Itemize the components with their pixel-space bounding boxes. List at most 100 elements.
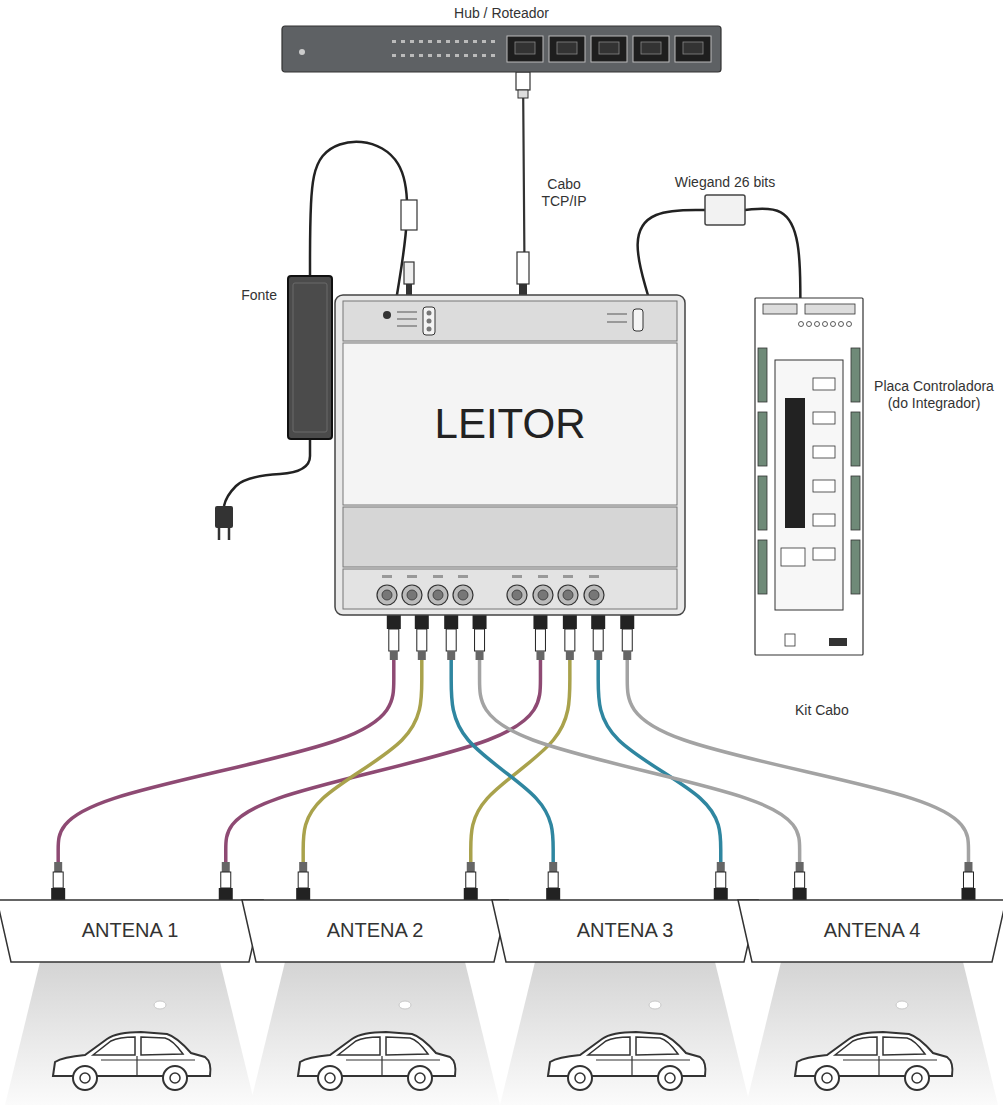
node-outline xyxy=(799,322,804,327)
read-zone-cone xyxy=(5,962,998,1105)
node-outline xyxy=(755,298,863,655)
node-outline xyxy=(491,54,495,57)
power-supply: Fonte xyxy=(287,275,333,440)
coax-plug xyxy=(623,651,631,660)
part-label: Hub / Roteador xyxy=(454,5,549,22)
node-outline xyxy=(805,304,855,314)
coax-plug xyxy=(622,629,632,651)
coax-plug xyxy=(714,888,728,900)
node-outline xyxy=(823,322,828,327)
node-outline xyxy=(428,54,432,57)
node-outline xyxy=(512,590,522,600)
text-holder: Hub / Roteador xyxy=(454,5,549,22)
tag-sensor xyxy=(154,1001,908,1009)
coax-plug xyxy=(51,888,65,900)
read-zone-cone xyxy=(5,962,255,1105)
node-outline xyxy=(446,40,450,43)
coax-plug xyxy=(299,862,307,872)
node-outline xyxy=(755,298,863,655)
node-outline xyxy=(533,585,553,605)
node-outline xyxy=(458,575,468,578)
text-holder: Wiegand 26 bits xyxy=(675,174,775,191)
node-outline xyxy=(851,348,860,402)
coax-plug xyxy=(389,629,399,651)
network-plug xyxy=(519,284,527,295)
node-outline xyxy=(763,304,797,314)
node-outline xyxy=(589,575,599,578)
node-outline xyxy=(607,313,627,315)
node-outline xyxy=(419,40,423,43)
coax-plug xyxy=(963,872,973,888)
node-outline xyxy=(427,311,432,316)
node-outline xyxy=(293,283,327,432)
tag-sensor xyxy=(399,1001,411,1009)
power-adapter-plug xyxy=(406,284,412,295)
node-outline xyxy=(377,585,397,605)
node-outline xyxy=(427,319,432,324)
node-outline xyxy=(847,322,852,327)
coax-plug xyxy=(446,629,456,651)
coax-plug xyxy=(563,615,577,629)
node-outline xyxy=(453,585,473,605)
node-outline xyxy=(538,575,548,578)
power-cord xyxy=(219,528,229,540)
node-outline xyxy=(599,42,619,54)
node-outline xyxy=(775,360,843,610)
node-outline xyxy=(839,322,844,327)
coax-plug xyxy=(591,615,605,629)
coax-plug xyxy=(53,872,63,888)
antenna-cable xyxy=(451,615,553,900)
coax-plug xyxy=(546,888,560,900)
coax-plug xyxy=(447,651,455,660)
node-outline xyxy=(419,54,423,57)
power-cord xyxy=(215,506,233,528)
node-outline xyxy=(242,900,508,962)
node-outline xyxy=(829,638,847,646)
coax-plug xyxy=(795,872,805,888)
power-adapter-plug xyxy=(404,262,414,284)
node-outline xyxy=(402,585,422,605)
node-outline xyxy=(392,54,396,57)
node-outline xyxy=(433,575,443,578)
coax-plug xyxy=(717,862,725,872)
node-outline xyxy=(807,322,812,327)
coax-plug xyxy=(51,615,975,900)
coax-plug xyxy=(418,651,426,660)
coax-plug xyxy=(222,862,230,872)
node-outline xyxy=(813,412,835,424)
coax-plug xyxy=(961,888,975,900)
node-outline xyxy=(410,54,414,57)
antenna-panel: ANTENA 3 xyxy=(492,900,758,962)
cable xyxy=(745,209,800,298)
coax-plug xyxy=(594,651,602,660)
antenna-label: ANTENA 1 xyxy=(0,918,263,942)
node-outline xyxy=(382,575,392,578)
node-outline xyxy=(507,585,527,605)
coax-plug xyxy=(444,615,458,629)
tag-sensor xyxy=(896,1001,908,1009)
node-outline xyxy=(288,276,332,439)
node-outline xyxy=(423,307,435,335)
node-outline xyxy=(813,548,835,560)
node-outline xyxy=(397,318,417,320)
node-outline xyxy=(455,40,459,43)
node-outline xyxy=(410,40,414,43)
coax-plug xyxy=(473,615,487,629)
node-outline xyxy=(563,590,573,600)
node-outline xyxy=(446,54,450,57)
antenna-panel: ANTENA 2 xyxy=(242,900,508,962)
wiegand-converter: Wiegand 26 bits xyxy=(705,195,745,225)
cable-kit-label: Kit Cabo xyxy=(795,702,849,718)
node-outline xyxy=(851,476,860,530)
part-label: Placa Controladora (do Integrador) xyxy=(869,378,999,412)
part-label: Wiegand 26 bits xyxy=(675,174,775,191)
node-outline xyxy=(584,585,604,605)
antenna-label: ANTENA 2 xyxy=(242,918,508,942)
text-holder: LEITOR xyxy=(335,399,685,449)
power-adapter-plug xyxy=(401,200,417,230)
node-outline xyxy=(464,54,468,57)
node-outline xyxy=(831,322,836,327)
text-holder: ANTENA 3 xyxy=(492,918,758,942)
node-outline xyxy=(538,590,548,600)
antenna-cable xyxy=(226,615,541,900)
